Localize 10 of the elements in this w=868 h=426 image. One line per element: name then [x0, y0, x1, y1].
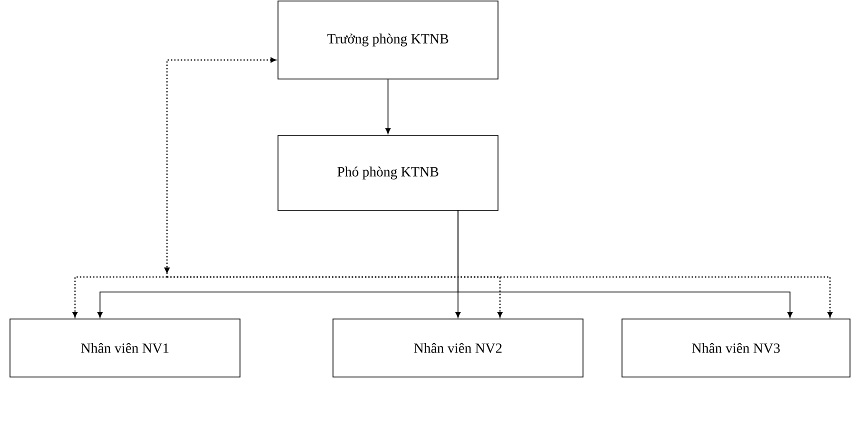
box: Trưởng phòng KTNB	[278, 0, 498, 80]
arrow	[385, 79, 391, 134]
arrow	[167, 276, 832, 318]
box: Nhân viên NV1	[10, 318, 240, 378]
box: Phó phòng KTNB	[278, 135, 498, 211]
box: Nhân viên NV3	[622, 318, 850, 378]
arrow	[72, 276, 167, 318]
arrow	[164, 58, 276, 277]
arrow	[458, 210, 793, 318]
box: Nhân viên NV2	[332, 318, 584, 378]
